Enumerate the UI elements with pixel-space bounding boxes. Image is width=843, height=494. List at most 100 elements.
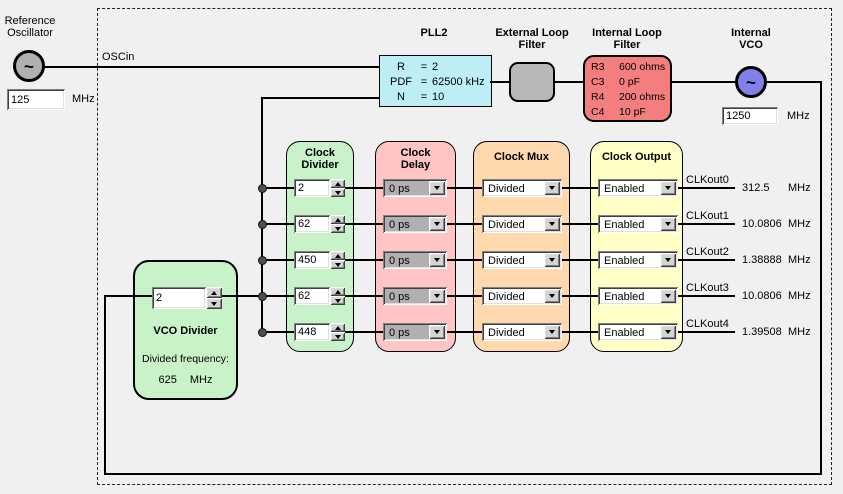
vco-divider-title: VCO Divider [153,325,218,337]
pll2-pdf-eq: = [420,76,428,88]
clock-mux-value-2[interactable]: Divided [484,253,560,267]
clock-output-select-4[interactable]: Enabled [598,323,678,341]
reference-frequency-unit: MHz [72,93,95,105]
clock-delay-select-3[interactable]: 0 ps [383,287,447,305]
spin-up-button[interactable] [330,179,345,188]
clock-divider-value-2[interactable] [298,254,327,266]
clock-output-value-0[interactable]: Enabled [600,181,676,195]
wire-vco-out [767,81,822,83]
clock-mux-value-1[interactable]: Divided [484,217,560,231]
bus-junction-dot [258,184,267,193]
external-loop-filter-title: External Loop Filter [482,27,582,51]
internal-vco-title-line2: VCO [739,39,763,51]
filter-r4-value: 200 ohms [619,91,666,103]
clock-delay-select-2[interactable]: 0 ps [383,251,447,269]
clock-mux-select-4[interactable]: Divided [482,323,562,341]
clock-mux-value-4[interactable]: Divided [484,325,560,339]
clock-output-select-0[interactable]: Enabled [598,179,678,197]
clock-output-value-4[interactable]: Enabled [600,325,676,339]
down-arrow-icon [434,294,440,298]
dropdown-button[interactable] [429,217,445,231]
reference-frequency-input[interactable] [7,89,65,110]
vco-divider-spinner[interactable] [206,287,222,309]
clock-delay-select-1[interactable]: 0 ps [383,215,447,233]
dropdown-button[interactable] [544,181,560,195]
spin-up-button[interactable] [330,251,345,260]
clock-output-value-1[interactable]: Enabled [600,217,676,231]
vco-frequency-input[interactable] [722,107,778,125]
spin-up-button[interactable] [330,215,345,224]
clock-divider-spinner-1[interactable] [330,215,345,233]
down-arrow-icon [434,330,440,334]
clock-mux-value-3[interactable]: Divided [484,289,560,303]
clock-divider-spinner-2[interactable] [330,251,345,269]
clkout1-label: CLKout1 [686,210,729,222]
dropdown-button[interactable] [429,253,445,267]
clock-delay-select-0[interactable]: 0 ps [383,179,447,197]
clock-output-select-1[interactable]: Enabled [598,215,678,233]
dropdown-button[interactable] [660,181,676,195]
clock-mux-select-0[interactable]: Divided [482,179,562,197]
dropdown-button[interactable] [660,217,676,231]
filter-r3-name: R3 [591,61,605,73]
reference-frequency-value[interactable] [11,92,62,107]
dropdown-button[interactable] [660,325,676,339]
clock-divider-value-4[interactable] [298,326,327,338]
clock-mux-select-3[interactable]: Divided [482,287,562,305]
clock-output-value-2[interactable]: Enabled [600,253,676,267]
clock-divider-input-2[interactable] [294,251,330,269]
clock-output-value-3[interactable]: Enabled [600,289,676,303]
clock-mux-title: Clock Mux [493,151,549,163]
dropdown-button[interactable] [660,253,676,267]
clock-mux-value-0[interactable]: Divided [484,181,560,195]
dropdown-button[interactable] [660,289,676,303]
clock-mux-select-2[interactable]: Divided [482,251,562,269]
spin-down-button[interactable] [330,188,345,197]
spin-up-button[interactable] [206,287,222,298]
dropdown-button[interactable] [429,181,445,195]
clock-divider-input-1[interactable] [294,215,330,233]
clock-divider-spinner-3[interactable] [330,287,345,305]
clock-divider-input-3[interactable] [294,287,330,305]
vco-divider-freq-unit: MHz [189,374,213,386]
spin-down-button[interactable] [330,332,345,341]
spin-down-button[interactable] [330,224,345,233]
dropdown-button[interactable] [429,325,445,339]
clock-output-select-2[interactable]: Enabled [598,251,678,269]
internal-loop-filter-title-line2: Filter [613,39,641,51]
clock-divider-value-3[interactable] [298,290,327,302]
internal-loop-filter-title: Internal Loop Filter [577,27,677,51]
dropdown-button[interactable] [544,289,560,303]
vco-divider-input[interactable] [152,287,206,309]
clock-divider-input-0[interactable] [294,179,330,197]
clock-divider-input-4[interactable] [294,323,330,341]
dropdown-button[interactable] [544,325,560,339]
clkout3-unit: MHz [788,290,811,302]
dropdown-button[interactable] [544,253,560,267]
pll2-title: PLL2 [420,27,448,39]
spin-up-button[interactable] [330,323,345,332]
spin-down-button[interactable] [330,260,345,269]
clock-divider-value-1[interactable] [298,218,327,230]
dropdown-button[interactable] [429,289,445,303]
clkout0-label: CLKout0 [686,174,729,186]
external-loop-filter-block [509,62,555,102]
spin-down-button[interactable] [206,298,222,309]
down-arrow-icon [549,186,555,190]
pll2-n-value: 10 [432,91,445,103]
spin-down-button[interactable] [330,296,345,305]
vco-divider-value[interactable] [156,290,203,306]
spin-up-button[interactable] [330,287,345,296]
clock-divider-spinner-4[interactable] [330,323,345,341]
clock-delay-select-4[interactable]: 0 ps [383,323,447,341]
clock-output-select-3[interactable]: Enabled [598,287,678,305]
clock-divider-value-0[interactable] [298,182,327,194]
vco-frequency-value[interactable] [726,110,775,122]
external-loop-filter-title-line1: External Loop [495,27,569,39]
up-arrow-icon [334,325,341,330]
clock-mux-select-1[interactable]: Divided [482,215,562,233]
clock-divider-spinner-0[interactable] [330,179,345,197]
dropdown-button[interactable] [544,217,560,231]
wire-feedback-left [104,296,106,475]
external-loop-filter-title-line2: Filter [518,39,546,51]
